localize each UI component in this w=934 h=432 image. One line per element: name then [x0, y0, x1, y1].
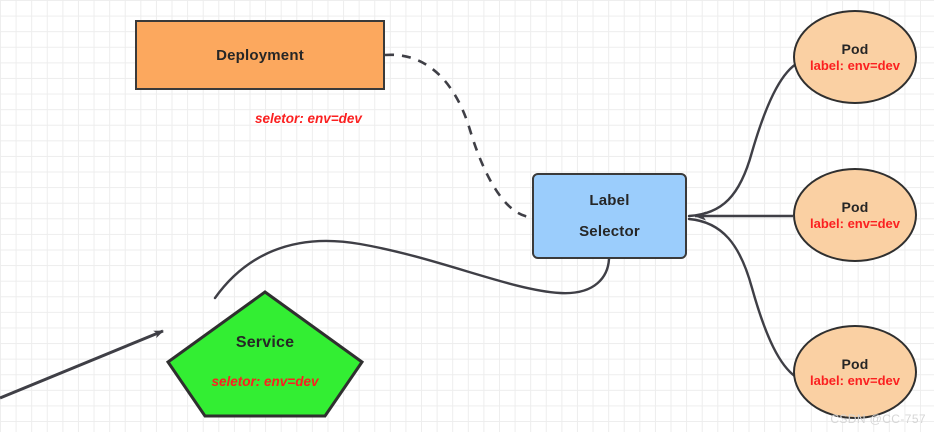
edge-incoming-to-service — [0, 329, 164, 400]
edge-service-to-label-selector — [213, 239, 611, 300]
label-deployment-selector: seletor: env=dev — [255, 111, 362, 126]
node-pod-2[interactable]: Pod label: env=dev — [793, 168, 917, 262]
node-deployment-title: Deployment — [216, 46, 304, 64]
node-label-selector-title-line1: Label — [589, 192, 630, 209]
node-pod-1-subtitle: label: env=dev — [810, 58, 900, 73]
node-pod-2-subtitle: label: env=dev — [810, 216, 900, 231]
node-service-subtitle: seletor: env=dev — [211, 373, 319, 389]
watermark: CSDN @CC-757 — [830, 412, 926, 426]
node-pod-3-title: Pod — [841, 356, 869, 372]
edge-pod-3-to-label-selector — [687, 217, 798, 379]
edge-deployment-to-label-selector — [384, 53, 531, 219]
node-deployment[interactable]: Deployment — [135, 20, 385, 90]
node-pod-1-title: Pod — [841, 41, 869, 57]
node-pod-3-subtitle: label: env=dev — [810, 373, 900, 388]
node-pod-1[interactable]: Pod label: env=dev — [793, 10, 917, 104]
node-service[interactable]: Service seletor: env=dev — [165, 290, 365, 418]
pentagon-shape — [165, 290, 365, 418]
node-pod-2-title: Pod — [841, 199, 869, 215]
node-label-selector[interactable]: Label Selector — [532, 173, 687, 259]
node-service-title: Service — [235, 333, 295, 351]
node-pod-3[interactable]: Pod label: env=dev — [793, 325, 917, 419]
node-label-selector-title-line2: Selector — [579, 223, 640, 240]
edge-pod-1-to-label-selector — [687, 62, 798, 218]
